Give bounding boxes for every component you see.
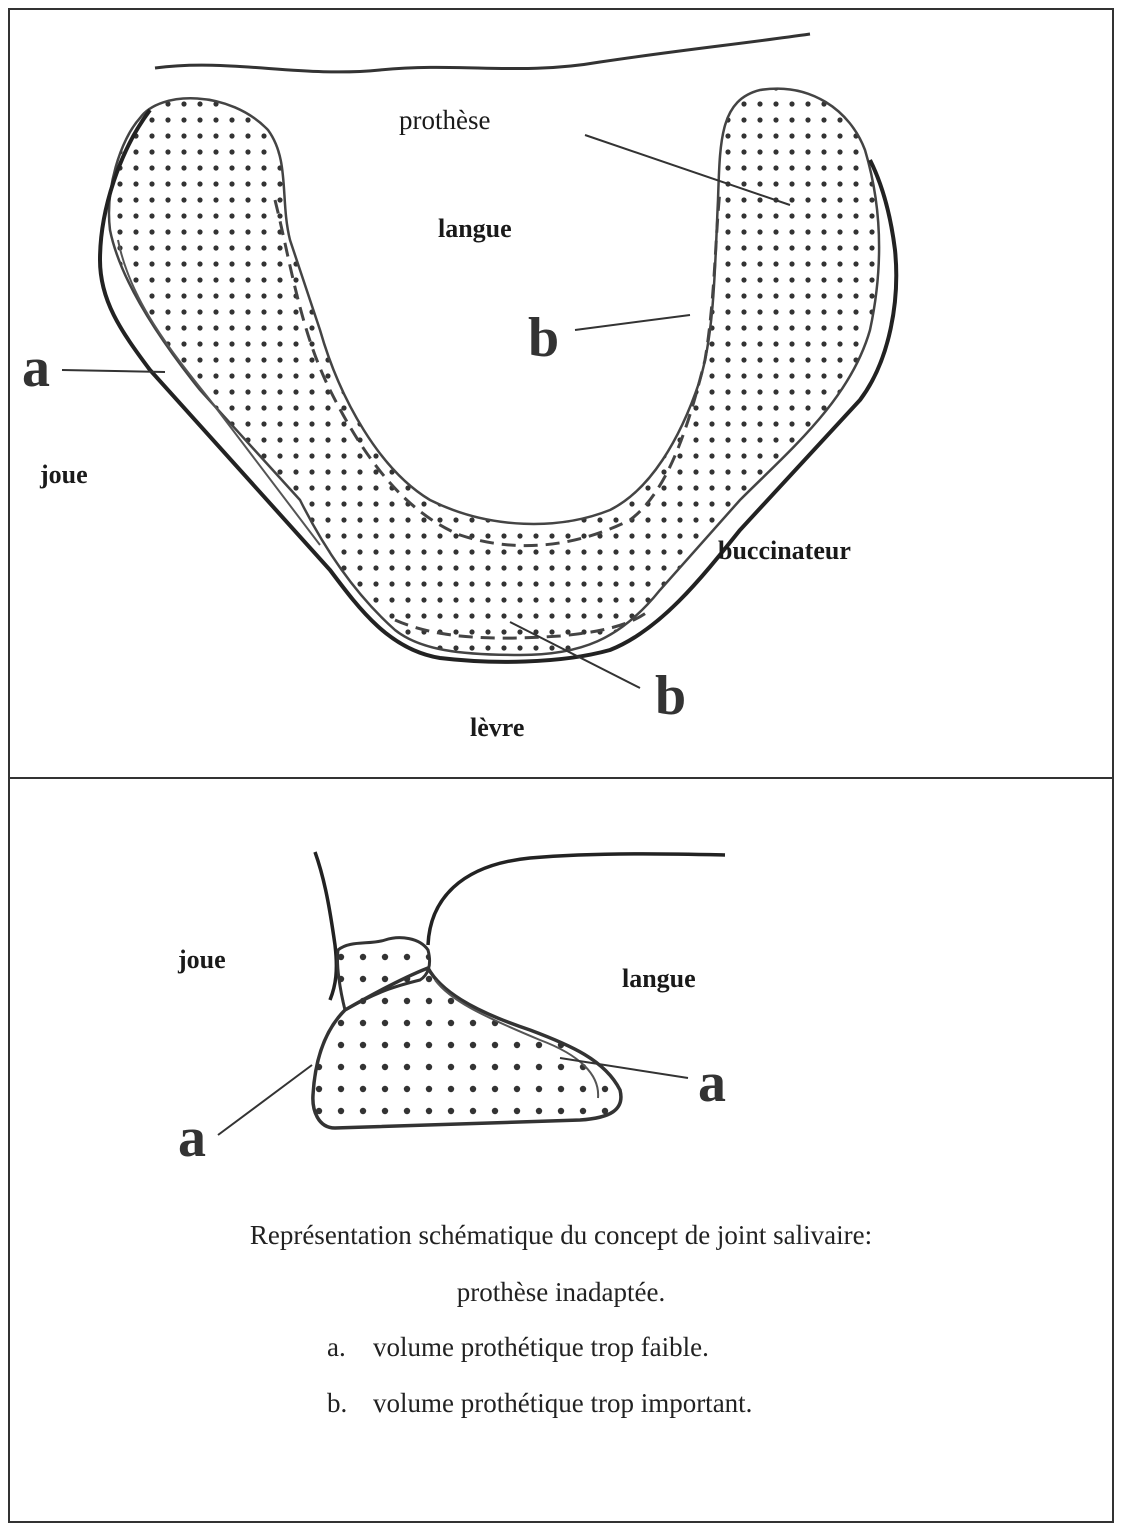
marker-b-upper: b xyxy=(528,310,559,366)
tongue-curve xyxy=(428,854,725,945)
label-langue-bottom: langue xyxy=(622,966,696,992)
caption-item-b-text: volume prothétique trop important. xyxy=(373,1388,752,1419)
palate-line xyxy=(155,34,810,72)
label-joue-top: joue xyxy=(40,462,88,488)
caption-item-a-marker: a. xyxy=(327,1332,346,1363)
leader-b-upper xyxy=(575,315,690,330)
leader-a-left xyxy=(218,1065,312,1135)
label-langue-top: langue xyxy=(438,216,512,242)
marker-a-top: a xyxy=(22,340,50,396)
caption-item-a-text: volume prothétique trop faible. xyxy=(373,1332,709,1363)
marker-b-lower: b xyxy=(655,668,686,724)
marker-a-left: a xyxy=(178,1110,206,1166)
label-levre: lèvre xyxy=(470,715,524,741)
label-prothese: prothèse xyxy=(399,107,490,134)
caption-line-1: Représentation schématique du concept de… xyxy=(0,1220,1122,1251)
cheek-line xyxy=(315,852,336,1000)
label-joue-bottom: joue xyxy=(178,947,226,973)
caption-line-2: prothèse inadaptée. xyxy=(0,1277,1122,1308)
marker-a-right: a xyxy=(698,1055,726,1111)
caption-item-b-marker: b. xyxy=(327,1388,347,1419)
prosthesis-u-shape xyxy=(109,89,879,655)
label-buccinateur: buccinateur xyxy=(718,538,851,564)
